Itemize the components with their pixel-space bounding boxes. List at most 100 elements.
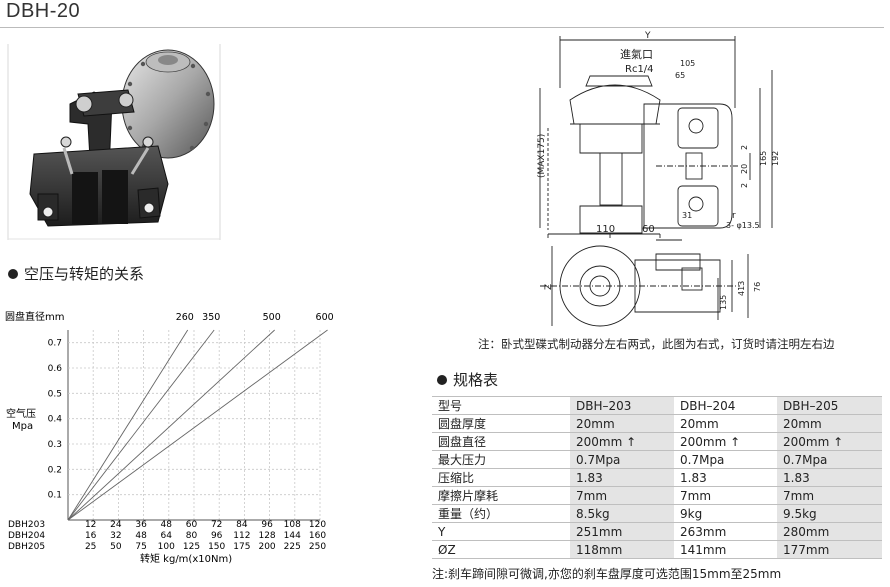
spec-cell: 0.7Mpa	[674, 450, 777, 469]
spec-cell: 263mm	[674, 522, 777, 541]
x-tick-label: 144	[284, 531, 301, 541]
x-tick-label: 100	[158, 542, 175, 552]
dim-label-2a: 2	[740, 145, 749, 150]
x-tick-label: 150	[208, 542, 225, 552]
dim-label-y: Y	[644, 31, 651, 41]
x-tick-label: 25	[85, 542, 96, 552]
inlet-fitting	[585, 75, 653, 87]
x-tick-label: 50	[110, 542, 122, 552]
spec-cell: 200mm ↑	[570, 432, 674, 451]
x-tick-label: 48	[161, 520, 173, 530]
spec-row-label: 最大压力	[432, 450, 570, 469]
spec-row-label: 摩擦片摩耗	[432, 486, 570, 505]
x-tick-label: 80	[186, 531, 198, 541]
spec-cell: 7mm	[570, 486, 674, 505]
spec-cell: 20mm	[570, 414, 674, 433]
x-tick-label: 120	[309, 520, 326, 530]
series-line	[67, 329, 215, 521]
chart-disc-diameter-label: 圆盘直径mm	[5, 310, 64, 323]
spec-cell: 200mm ↑	[674, 432, 777, 451]
dim-label-65: 65	[675, 71, 685, 80]
y-tick-label: 0.3	[48, 440, 62, 450]
dim-label-76: 76	[753, 282, 762, 292]
bullet-icon	[437, 375, 447, 385]
spec-row-label: 压缩比	[432, 468, 570, 487]
series-line	[67, 329, 328, 521]
series-label: 350	[202, 312, 220, 323]
x-tick-label: 16	[85, 531, 97, 541]
dim-label-r: r	[732, 211, 736, 221]
spec-cell: 20mm	[777, 414, 882, 433]
spec-cell: 118mm	[570, 540, 674, 559]
spec-cell: DBH–204	[674, 396, 777, 415]
dim-label-2b: 2	[740, 183, 749, 188]
dim-label-z: Z	[544, 284, 554, 290]
y-tick-label: 0.7	[48, 339, 62, 349]
spec-row-label: 圆盘厚度	[432, 414, 570, 433]
spec-cell: 141mm	[674, 540, 777, 559]
chart-y-ticks: 0.10.20.30.40.50.60.7	[48, 339, 63, 501]
spec-cell: DBH–205	[777, 396, 882, 415]
series-label: 500	[263, 312, 281, 323]
series-line	[67, 329, 189, 521]
spec-cell: 1.83	[674, 468, 777, 487]
chart-section-title-text: 空压与转矩的关系	[24, 265, 145, 283]
spec-section-title-text: 规格表	[453, 371, 499, 389]
x-tick-label: 64	[161, 531, 173, 541]
spec-cell: 7mm	[674, 486, 777, 505]
x-row-model: DBH203	[8, 520, 45, 530]
product-photo	[7, 44, 221, 240]
y-tick-label: 0.1	[48, 491, 62, 501]
chart-grid	[67, 330, 321, 521]
x-tick-label: 84	[236, 520, 248, 530]
spec-cell: 177mm	[777, 540, 882, 559]
dim-label-31: 31	[682, 211, 692, 220]
x-tick-label: 12	[85, 520, 96, 530]
x-tick-label: 72	[211, 520, 222, 530]
x-tick-label: 200	[258, 542, 275, 552]
x-tick-label: 75	[135, 542, 146, 552]
spec-cell: 0.7Mpa	[777, 450, 882, 469]
dim-label-192: 192	[771, 151, 780, 166]
chart-section-title: 空压与转矩的关系	[8, 263, 144, 284]
dim-label-105: 105	[680, 59, 695, 68]
spec-cell: 7mm	[777, 486, 882, 505]
y-tick-label: 0.6	[48, 364, 63, 374]
y-tick-label: 0.4	[48, 415, 63, 425]
chart-ylabel-line2: Mpa	[12, 421, 33, 432]
x-row-model: DBH205	[8, 542, 45, 552]
x-tick-label: 250	[309, 542, 326, 552]
spec-footnote: 注:刹车蹄间隙可微调,亦您的刹车盘厚度可选范围15mm至25mm	[432, 567, 782, 581]
series-line	[67, 329, 275, 521]
spec-row-label: Y	[432, 522, 570, 541]
x-tick-label: 36	[135, 520, 147, 530]
dim-label-60: 60	[642, 224, 655, 235]
spec-cell: 9.5kg	[777, 504, 882, 523]
inlet-label: 進氣口	[620, 47, 653, 61]
spec-cell: 9kg	[674, 504, 777, 523]
spec-cell: 1.83	[570, 468, 674, 487]
chart-xlabel: 转矩 kg/m(x10Nm)	[140, 552, 232, 565]
x-tick-label: 96	[261, 520, 273, 530]
chart-series-lines	[67, 329, 328, 521]
dim-label-165: 165	[759, 151, 768, 166]
spec-cell: DBH–203	[570, 396, 674, 415]
spec-cell: 1.83	[777, 468, 882, 487]
spec-cell: 0.7Mpa	[570, 450, 674, 469]
x-tick-label: 108	[284, 520, 301, 530]
title-divider	[0, 27, 884, 28]
dim-label-110: 110	[596, 224, 615, 235]
y-tick-label: 0.2	[48, 465, 62, 475]
series-label: 260	[176, 312, 194, 323]
x-row-model: DBH204	[8, 531, 45, 541]
dim-label-20: 20	[740, 164, 749, 174]
